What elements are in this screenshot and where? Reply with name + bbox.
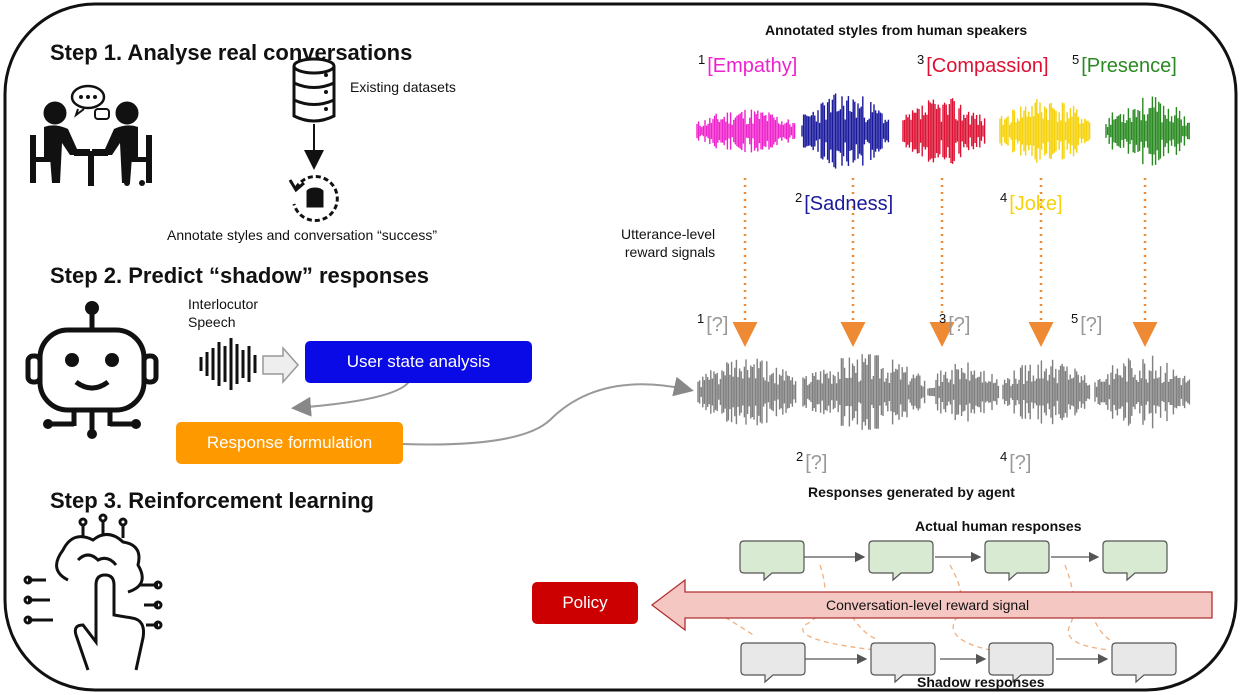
style-tag-1: 1[Empathy] [698, 52, 798, 78]
conversation-reward-label: Conversation-level reward signal [826, 597, 1030, 613]
gen-num-4: 4 [1000, 449, 1008, 464]
shadow-bubble-2 [870, 642, 936, 684]
human-bubble-2 [868, 540, 934, 582]
agent-waveform-5 [1094, 355, 1191, 429]
gen-num-3: 3 [939, 311, 947, 326]
interlocutor-label: Interlocutor Speech [188, 296, 259, 330]
agent-waveform-2 [802, 354, 926, 430]
shadow-bubble-1 [740, 642, 806, 684]
gen-num-5: 5 [1071, 311, 1079, 326]
response-formulation-box: Response formulation [176, 422, 403, 464]
waveform-compassion [902, 98, 986, 164]
generated-title: Responses generated by agent [808, 484, 1015, 500]
waveform-joke [999, 99, 1091, 163]
gen-num-1: 1 [697, 311, 705, 326]
annotated-title: Annotated styles from human speakers [765, 22, 1028, 38]
human-bubble-4 [1102, 540, 1168, 582]
human-bubble-3 [984, 540, 1050, 582]
style-tag-4: 4[Joke] [1000, 190, 1063, 216]
gen-label-4: [?] [1009, 452, 1032, 474]
style-num-1: 1 [698, 52, 706, 67]
conversation-reward-arrow [650, 578, 1213, 632]
generated-tag-4: 4[?] [1000, 449, 1032, 475]
human-bubble-1 [739, 540, 805, 582]
waveform-presence [1105, 96, 1190, 166]
outer-frame [3, 2, 1238, 692]
shadow-bubble-4 [1111, 642, 1177, 684]
agent-waveform [697, 354, 1191, 430]
step3-title: Step 3. Reinforcement learning [50, 488, 374, 513]
database-icon [292, 57, 336, 123]
shadow-bubble-3 [988, 642, 1054, 684]
waveform-sadness [801, 93, 890, 169]
generated-tag-3: 3[?] [939, 311, 971, 337]
utterance-reward-label: Utterance-level reward signals [621, 226, 716, 260]
style-label-1: [Empathy] [707, 55, 798, 77]
style-num-4: 4 [1000, 190, 1008, 205]
style-tag-3: 3[Compassion] [917, 52, 1049, 78]
waveform-empathy [696, 109, 796, 153]
style-tag-5: 5[Presence] [1072, 52, 1177, 78]
response-formulation-label: Response formulation [206, 433, 373, 452]
user-to-response-arrow [291, 379, 411, 417]
speech-waveform-icon [199, 338, 257, 390]
agent-waveform-1 [697, 358, 797, 426]
shadow-title: Shadow responses [917, 674, 1045, 690]
gen-label-5: [?] [1080, 314, 1103, 336]
user-state-label: User state analysis [346, 352, 491, 371]
gen-num-2: 2 [796, 449, 804, 464]
human-waveforms [696, 93, 1190, 169]
policy-label: Policy [562, 593, 608, 612]
actual-title: Actual human responses [915, 518, 1082, 534]
gen-label-1: [?] [706, 314, 729, 336]
style-label-3: [Compassion] [926, 55, 1049, 77]
response-to-agent-arrow [401, 376, 694, 446]
style-tag-2: 2[Sadness] [795, 190, 894, 216]
user-state-box: User state analysis [305, 341, 532, 383]
agent-waveform-4 [1002, 359, 1091, 425]
generated-tag-5: 5[?] [1071, 311, 1103, 337]
step2-title: Step 2. Predict “shadow” responses [50, 263, 430, 288]
agent-waveform-3 [927, 362, 1000, 422]
response-bubbles [739, 540, 1177, 684]
style-label-2: [Sadness] [804, 193, 894, 215]
robot-icon [25, 301, 159, 439]
gen-label-3: [?] [948, 314, 971, 336]
datasets-label: Existing datasets [350, 79, 456, 95]
gen-label-2: [?] [805, 452, 828, 474]
style-label-4: [Joke] [1009, 193, 1063, 215]
conversation-icon [30, 84, 152, 186]
annotate-label: Annotate styles and conversation “succes… [167, 227, 438, 243]
generated-tag-1: 1[?] [697, 311, 729, 337]
generated-tag-2: 2[?] [796, 449, 828, 475]
policy-box: Policy [532, 582, 638, 624]
brain-hand-icon [23, 513, 163, 671]
style-num-2: 2 [795, 190, 803, 205]
style-num-3: 3 [917, 52, 925, 67]
annotate-icon [288, 175, 339, 222]
speech-arrow-icon [262, 346, 300, 384]
step1-title: Step 1. Analyse real conversations [50, 40, 413, 65]
style-label-5: [Presence] [1081, 55, 1177, 77]
style-num-5: 5 [1072, 52, 1080, 67]
